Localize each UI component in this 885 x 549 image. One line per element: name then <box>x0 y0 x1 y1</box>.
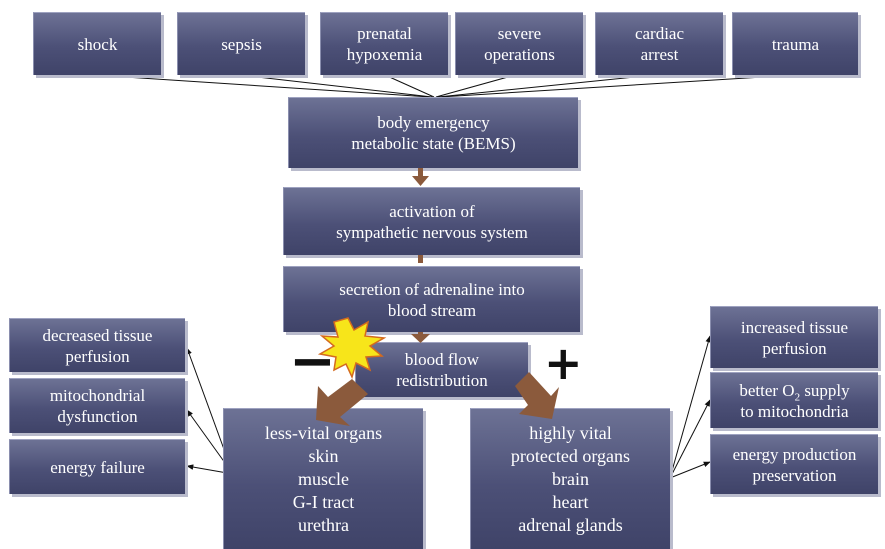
cause-shock: shock <box>33 12 161 75</box>
burst-icon <box>317 317 387 380</box>
arrow-to-highly-vital <box>515 372 559 419</box>
cause-trauma: trauma <box>732 12 858 75</box>
mitochondrial-dysfunction-box: mitochondrial dysfunction <box>9 378 185 433</box>
cause-cardiac-arrest: cardiac arrest <box>595 12 723 75</box>
positive-effect-arrows <box>669 335 711 479</box>
cause-prenatal-hypoxemia: prenatal hypoxemia <box>320 12 448 75</box>
better-o2-supply-label: better O2 supply to mitochondria <box>739 380 850 421</box>
positive-sign: + <box>544 336 583 390</box>
energy-failure-box: energy failure <box>9 439 185 494</box>
down-arrow-3 <box>411 332 430 343</box>
blood-flow-redistribution-box: blood flow redistribution <box>355 342 528 397</box>
cause-sepsis: sepsis <box>177 12 305 75</box>
bems-box: body emergency metabolic state (BEMS) <box>288 97 578 168</box>
down-arrow-1 <box>412 168 429 186</box>
cause-severe-operations: severe operations <box>455 12 583 75</box>
sns-activation-box: activation of sympathetic nervous system <box>283 187 580 255</box>
better-o2-supply-box: better O2 supply to mitochondria <box>710 372 878 428</box>
decreased-perfusion-box: decreased tissue perfusion <box>9 318 185 372</box>
energy-preservation-box: energy production preservation <box>710 434 878 494</box>
down-arrow-2 <box>418 255 423 263</box>
cause-convergence-lines <box>94 74 796 98</box>
arrow-to-less-vital <box>316 379 368 426</box>
adrenaline-secretion-box: secretion of adrenaline into blood strea… <box>283 266 580 332</box>
highly-vital-organs-box: highly vital protected organs brain hear… <box>470 408 670 549</box>
negative-sign: − <box>289 329 336 394</box>
increased-perfusion-box: increased tissue perfusion <box>710 306 878 368</box>
less-vital-organs-box: less-vital organs skin muscle G-I tract … <box>223 408 423 549</box>
